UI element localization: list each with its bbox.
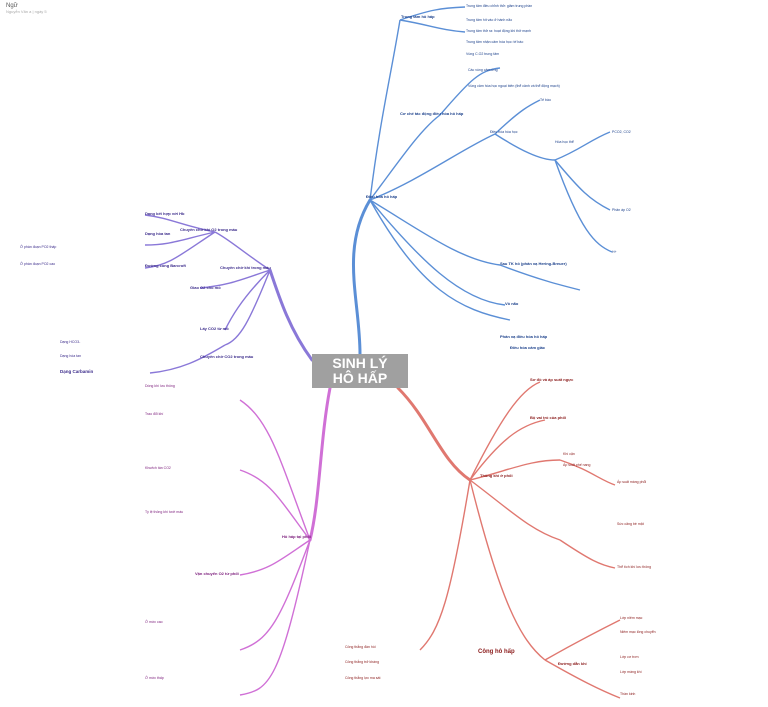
red-the-tich-item: Áp suất màng phổi	[617, 480, 647, 484]
purple-o2-item: Đường cong Barcroft	[145, 263, 186, 268]
red-duong-item: Lớp niêm mạc	[620, 616, 643, 620]
blue-co-che-item: PCO2, CO2	[612, 130, 631, 134]
header-subtitle: Nguyễn Văn a | ngày 5	[6, 9, 47, 14]
purple-co2-item: Lấy CO2 từ mô	[200, 326, 229, 331]
magenta-branch-label[interactable]: Hô hấp tại phổi	[282, 534, 311, 539]
red-so[interactable]: Sơ đồ và áp suất ngực	[530, 377, 574, 382]
purple-co2-item: Dạng HCO3-	[60, 340, 81, 344]
blue-trung-tam-item: Vùng C.O2 trung tâm	[466, 52, 500, 56]
magenta-item: Ở mức cao	[145, 620, 163, 624]
red-duong-item: Lớp màng khí	[620, 670, 642, 674]
red-the-tich[interactable]: Bộ vai trò của phổi	[530, 415, 567, 420]
red-duong-item: Lớp cơ trơn	[620, 655, 639, 659]
red-the-tich-item: Thể tích khí lưu thông	[617, 565, 652, 569]
blue-branch-label[interactable]: Điều hòa hô hấp	[366, 194, 398, 199]
purple-o2-item: Ở phần đoạn PO2 thấp	[20, 245, 57, 249]
blue-co-che-item: Tế bào	[540, 98, 551, 102]
magenta-item: Tỷ lệ thông khí tưới máu	[145, 510, 184, 514]
branch-red-main	[396, 386, 472, 482]
blue-co-che[interactable]: Cơ chế tác động điều hòa hô hấp	[400, 111, 464, 116]
blue-trung-tam-item: Trung tâm thở ra: hoạt động khi thở mạnh	[466, 29, 531, 33]
purple-o2-item: Dạng kết hợp với Hb	[145, 211, 185, 216]
central-topic-line1: SINH LÝ	[332, 355, 388, 371]
purple-co2-item: Dạng Carbamin	[60, 369, 94, 374]
magenta-item: Khuếch tán CO2	[145, 466, 171, 470]
purple-co2-item: Dạng hòa tan	[60, 354, 82, 358]
red-cong-item: Công thắng đàn hồi	[345, 645, 376, 649]
blue-sau[interactable]: Sau TK hô (phản xạ Hering-Breuer)	[500, 261, 567, 266]
central-topic-line2: HÔ HẤP	[332, 370, 388, 386]
magenta-item: Vận chuyển O2 từ phổi	[195, 571, 239, 576]
red-branch-label[interactable]: Thông khí ở phổi	[480, 473, 513, 478]
blue-co-che-item: Vùng cảm hóa học ngoại biên (thể cảnh và…	[468, 84, 560, 88]
blue-trung-tam-item: Trung tâm nhận cảm hóa học: tế bào	[466, 40, 524, 44]
red-the-tich-item: Khí cặn	[563, 452, 575, 456]
red-cong-item: Công thắng lực ma sát	[345, 676, 381, 680]
blue-co-che-item: Các vùng cảm ứng	[468, 68, 498, 72]
red-duong[interactable]: Đường dẫn khí	[558, 661, 587, 666]
blue-co-che-item: Hóa học thể	[555, 140, 574, 144]
blue-co-che-item: Phân áp O2	[612, 208, 631, 212]
blue-vo[interactable]: Vỏ não	[505, 301, 519, 306]
blue-co-che-item: H+	[612, 250, 617, 254]
branch-blue-main	[352, 198, 372, 356]
magenta-item: Dòng khí lưu thông	[145, 384, 175, 388]
purple-branch-label[interactable]: Chuyên chở khí trong máu	[220, 265, 271, 270]
blue-trung-tam-item: Trung tâm hít vào ở hành não	[466, 18, 513, 22]
blue-co-che-item: Điều hòa hóa học	[490, 130, 518, 134]
red-the-tich-item: Áp suất phế nang	[563, 463, 591, 467]
purple-o2[interactable]: Chuyên chở khí O2 trong máu	[180, 227, 238, 232]
blue-trung-tam[interactable]: Trung tâm hô hấp	[401, 14, 435, 19]
branch-magenta-main	[308, 386, 332, 542]
blue-phan-xa[interactable]: Phản xạ điều hòa hô hấp	[500, 334, 548, 339]
purple-o2-item: Ở phần đoạn PO2 cao	[20, 262, 56, 266]
red-cong[interactable]: Công hô hấp	[478, 649, 515, 655]
red-the-tich-item: Sức căng bề mặt	[617, 522, 644, 526]
red-cong-item: Công thắng trở kháng	[345, 660, 380, 664]
branch-purple-main	[268, 268, 314, 362]
red-duong-item: Niêm mạc lông chuyển	[620, 630, 656, 634]
purple-co2[interactable]: Chuyên chở CO2 trong máu	[200, 354, 254, 359]
magenta-item: Ở mức thấp	[145, 676, 164, 680]
central-topic[interactable]: SINH LÝ HÔ HẤP	[312, 354, 408, 388]
purple-o2-item: Dạng hòa tan	[145, 231, 171, 236]
blue-cam-giac[interactable]: Điều hòa cảm giác	[510, 345, 546, 350]
document-header: Ngữ Nguyễn Văn a | ngày 5	[6, 3, 47, 14]
header-title: Ngữ	[6, 3, 18, 9]
magenta-item: Trao đổi khí	[145, 412, 164, 416]
red-duong-item: Thần kinh	[620, 692, 636, 696]
purple-trao[interactable]: Giao O2 cho mô	[190, 285, 221, 290]
blue-trung-tam-item: Trung tâm điều chỉnh thở: giảm trung phầ…	[466, 4, 533, 8]
